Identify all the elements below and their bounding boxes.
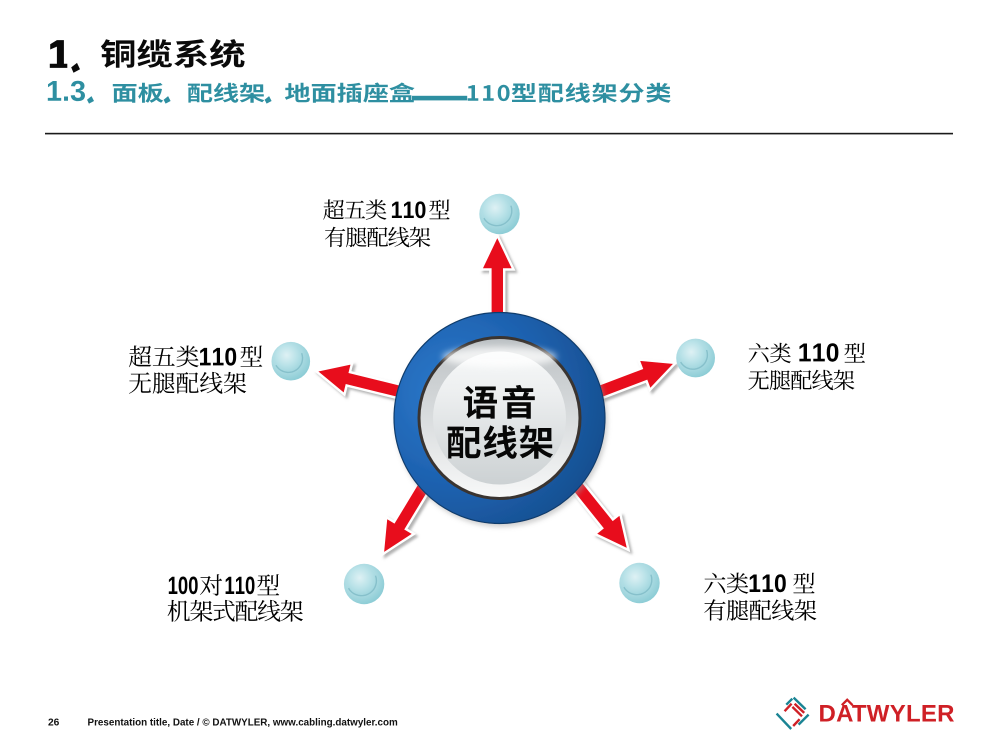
svg-text:26: 26 (48, 718, 60, 729)
svg-text:Presentation title, Date / © D: Presentation title, Date / © DATWYLER, w… (88, 718, 399, 729)
svg-text:DATWYLER: DATWYLER (819, 701, 955, 728)
